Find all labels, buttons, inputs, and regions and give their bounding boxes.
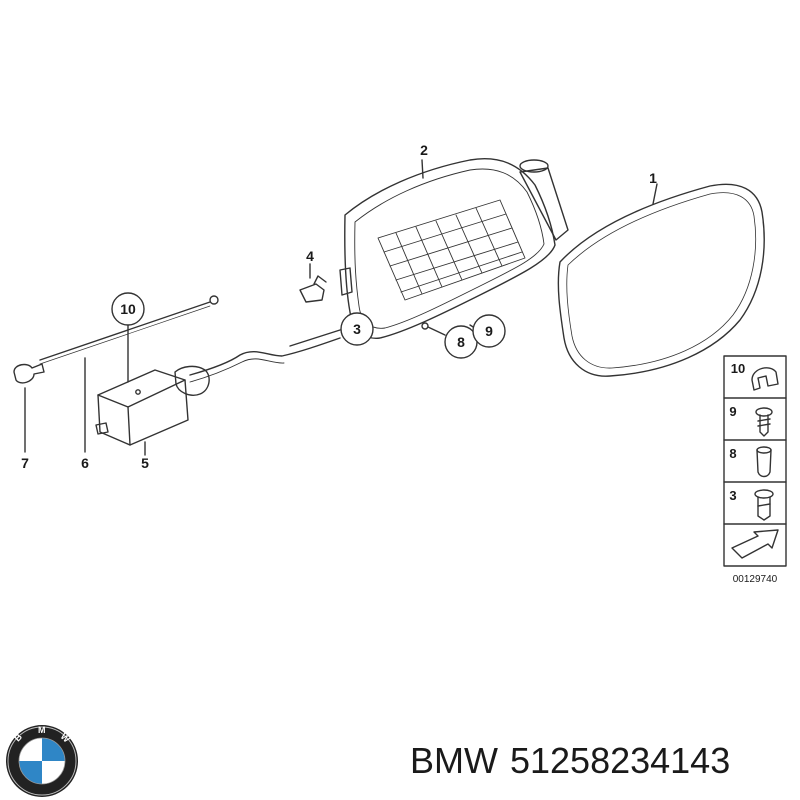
callout-1: 1 (649, 170, 657, 186)
brand-name: BMW (410, 740, 498, 781)
pull-handle (13, 363, 45, 453)
callout-7: 7 (21, 455, 29, 471)
fuel-flap-cover (557, 183, 765, 377)
part-caption: BMW 51258234143 (410, 740, 742, 782)
screw-icon (755, 407, 773, 437)
filler-flap-housing (339, 158, 569, 339)
callout-circle-9 (472, 314, 506, 348)
callout-3: 3 (353, 321, 361, 337)
pin-icon (756, 446, 772, 478)
arrow-icon (731, 529, 779, 559)
legend-label-10: 10 (731, 361, 745, 376)
legend-label-9: 9 (729, 404, 736, 419)
emergency-release-rod (39, 295, 219, 453)
legend-label-8: 8 (729, 446, 736, 461)
small-parts-legend (723, 355, 787, 567)
callout-line-3 (289, 329, 341, 347)
clip-icon (751, 367, 779, 391)
diagram-number: 00129740 (733, 574, 778, 585)
cable (189, 337, 341, 376)
part-4-grommet (299, 263, 327, 303)
actuator-drive (95, 365, 210, 456)
part-number: 51258234143 (509, 740, 731, 781)
rivet-icon (754, 489, 774, 521)
callout-8: 8 (457, 334, 465, 350)
callout-6: 6 (81, 455, 89, 471)
bmw-logo-icon: B M W (6, 725, 78, 797)
callout-circle-3 (340, 312, 374, 346)
callout-5: 5 (141, 455, 149, 471)
part-8-pin (421, 322, 429, 330)
callout-2: 2 (420, 142, 428, 158)
callout-10: 10 (120, 301, 136, 317)
callout-4: 4 (306, 248, 314, 264)
callout-9: 9 (485, 323, 493, 339)
callout-circle-10 (111, 292, 145, 326)
svg-text:M: M (38, 725, 46, 735)
legend-label-3: 3 (729, 488, 736, 503)
